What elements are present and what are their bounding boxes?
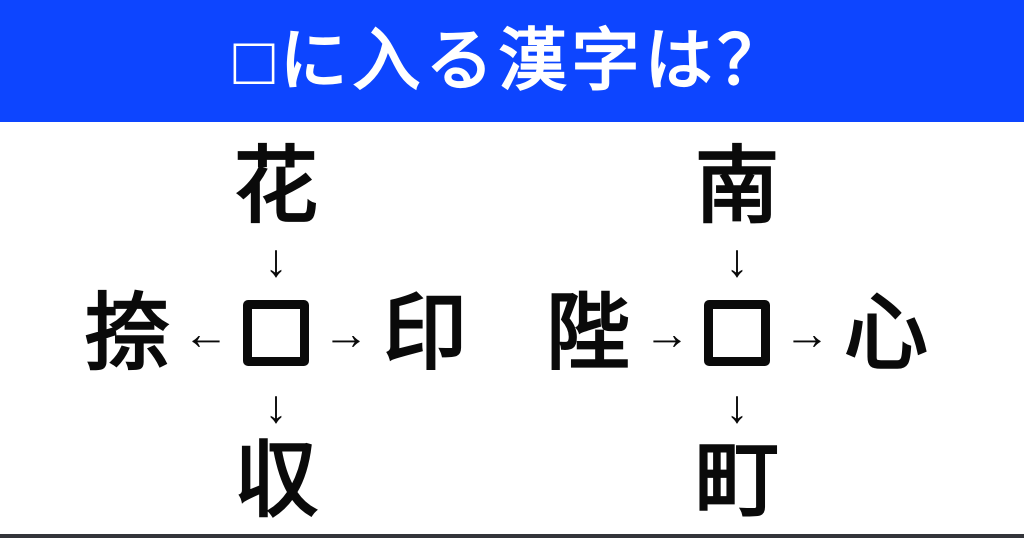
arrow-right-icon: → — [644, 307, 690, 359]
page-title: □に入る漢字は？ — [233, 23, 791, 99]
kanji-top: 花 — [233, 139, 318, 233]
kanji-left: 陛 — [545, 286, 630, 380]
arrow-left-icon: ← — [183, 307, 229, 359]
puzzle-right: 南 ↓ 陛 → → 心 ↓ 町 — [537, 142, 937, 524]
middle-row: 捺 ← → 印 — [85, 290, 467, 376]
answer-box — [243, 300, 309, 366]
arrow-down-icon: ↓ — [264, 380, 288, 432]
answer-box — [704, 300, 770, 366]
title-banner: □に入る漢字は？ — [0, 0, 1024, 122]
arrow-right-icon: → — [784, 307, 830, 359]
arrow-right-icon: → — [323, 307, 369, 359]
puzzle-left: 花 ↓ 捺 ← → 印 ↓ 収 — [76, 142, 476, 524]
bottom-rule — [0, 534, 1024, 538]
kanji-top: 南 — [694, 139, 779, 233]
kanji-right: 心 — [844, 286, 929, 380]
kanji-right: 印 — [383, 286, 468, 380]
arrow-down-icon: ↓ — [725, 380, 749, 432]
kanji-bottom: 収 — [233, 433, 318, 527]
kanji-left: 捺 — [84, 286, 169, 380]
kanji-bottom: 町 — [694, 433, 779, 527]
arrow-down-icon: ↓ — [264, 234, 288, 286]
middle-row: 陛 → → 心 — [546, 290, 928, 376]
arrow-down-icon: ↓ — [725, 234, 749, 286]
